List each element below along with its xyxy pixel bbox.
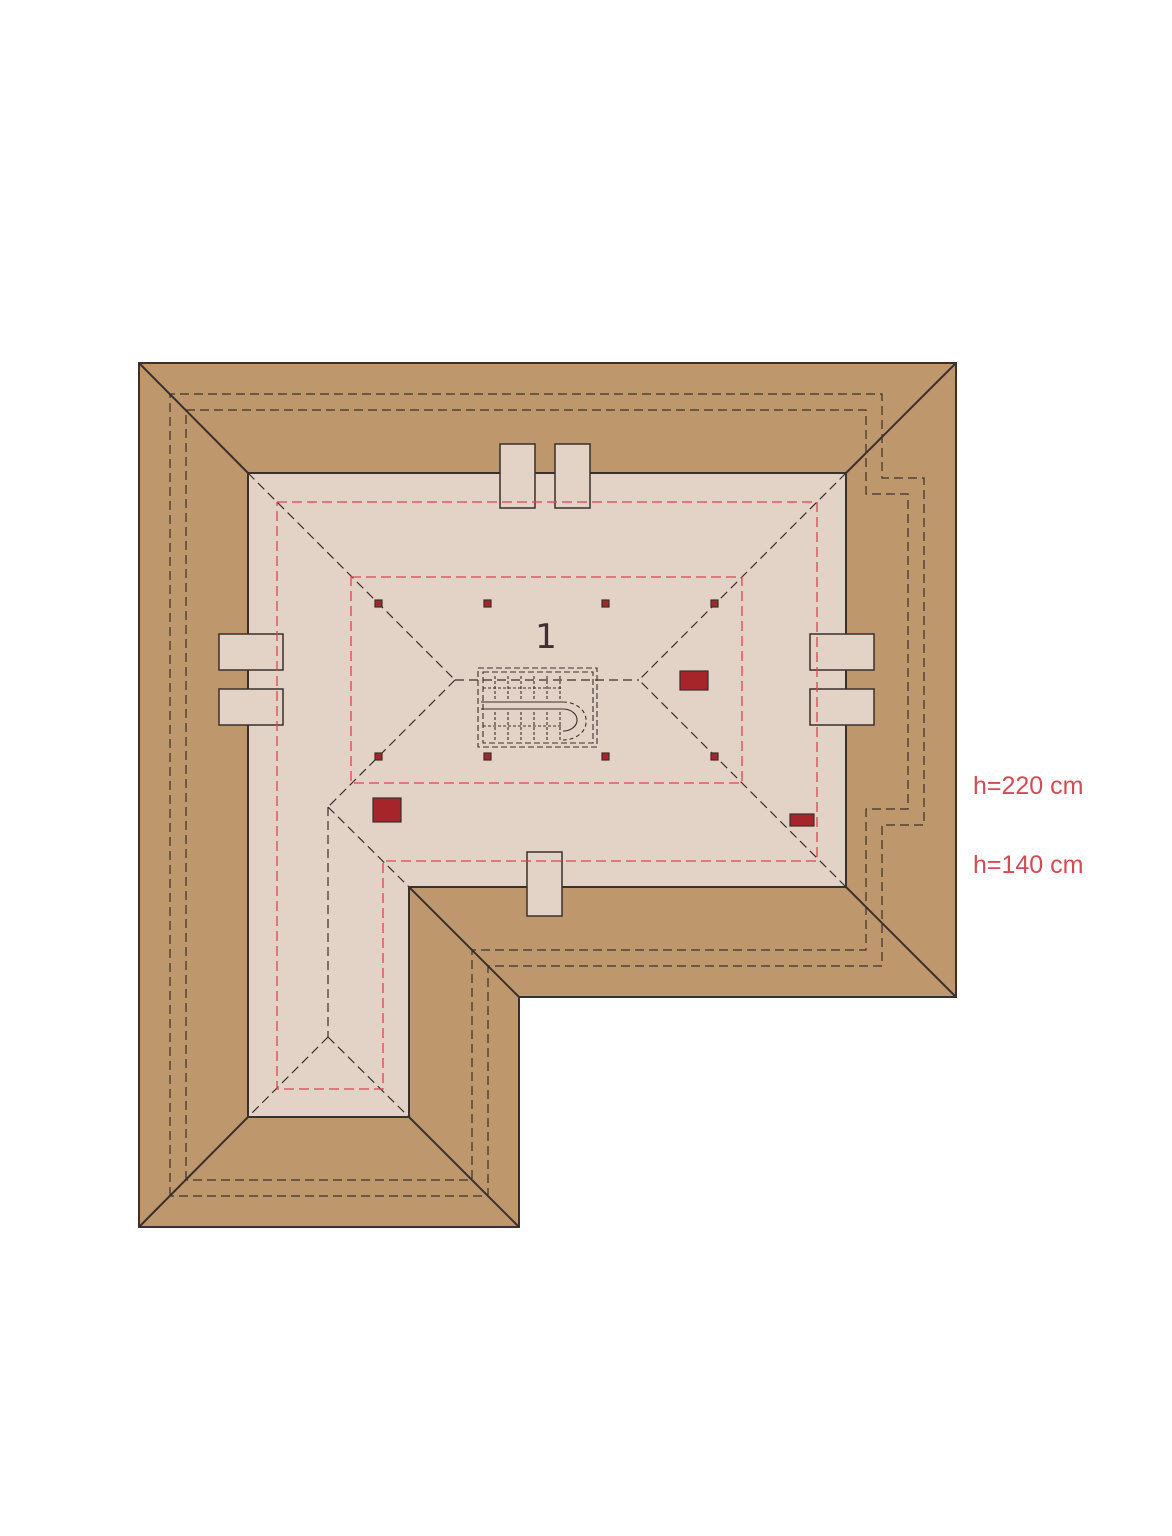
dormer-right-upper [809, 633, 875, 671]
dormer-top-right [554, 443, 591, 509]
valley-edge [408, 886, 520, 998]
hip-line-wing-left [247, 1036, 329, 1118]
vent-2 [483, 599, 492, 608]
dormer-left-lower [218, 688, 284, 726]
valley-line [327, 806, 410, 888]
roof-hip-edges [138, 362, 957, 1228]
hip-edge-top-left [138, 362, 249, 474]
hip-line-wing-right [327, 1036, 410, 1118]
hip-edge-top-right [845, 362, 957, 474]
height-contour-220 [350, 576, 743, 784]
stair-opening [477, 667, 598, 748]
hip-line-sw [327, 679, 456, 808]
hip-line-se [638, 679, 847, 888]
height-contour-140 [276, 501, 818, 1090]
chimney-large-left [372, 797, 402, 823]
hip-edge-bottom-left [138, 1116, 249, 1228]
room-number: 1 [535, 617, 557, 657]
roof-ridge-dashed [247, 472, 847, 1118]
vent-8 [710, 752, 719, 761]
vent-7 [601, 752, 610, 761]
stair-steps [483, 676, 563, 742]
chimneys [372, 599, 815, 827]
vent-6 [483, 752, 492, 761]
staircase [477, 667, 598, 748]
dormer-bottom [526, 851, 563, 917]
height-contours [276, 501, 818, 1090]
vent-4 [710, 599, 719, 608]
eaves-line-inner [185, 409, 909, 1181]
dormers [218, 443, 875, 917]
eaves-dashed-lines [169, 393, 925, 1197]
vent-5 [374, 752, 383, 761]
stair-winder-arc [562, 701, 587, 741]
height-label-140: h=140 cm [973, 851, 1084, 879]
hip-edge-right-bottom [845, 886, 957, 998]
vent-3 [601, 599, 610, 608]
vent-1 [374, 599, 383, 608]
hip-edge-bottom-right [408, 1116, 520, 1228]
chimney-large-right [679, 670, 709, 691]
stair-winder-arc-inner [562, 708, 578, 732]
dormer-right-lower [809, 688, 875, 726]
dormer-top-left [499, 443, 536, 509]
floor-area [247, 472, 847, 1118]
dormer-left-upper [218, 633, 284, 671]
height-label-220: h=220 cm [973, 772, 1084, 800]
chimney-small-bottom-right [789, 813, 815, 827]
eaves-line-outer [169, 393, 925, 1197]
stair-outline [482, 671, 594, 744]
